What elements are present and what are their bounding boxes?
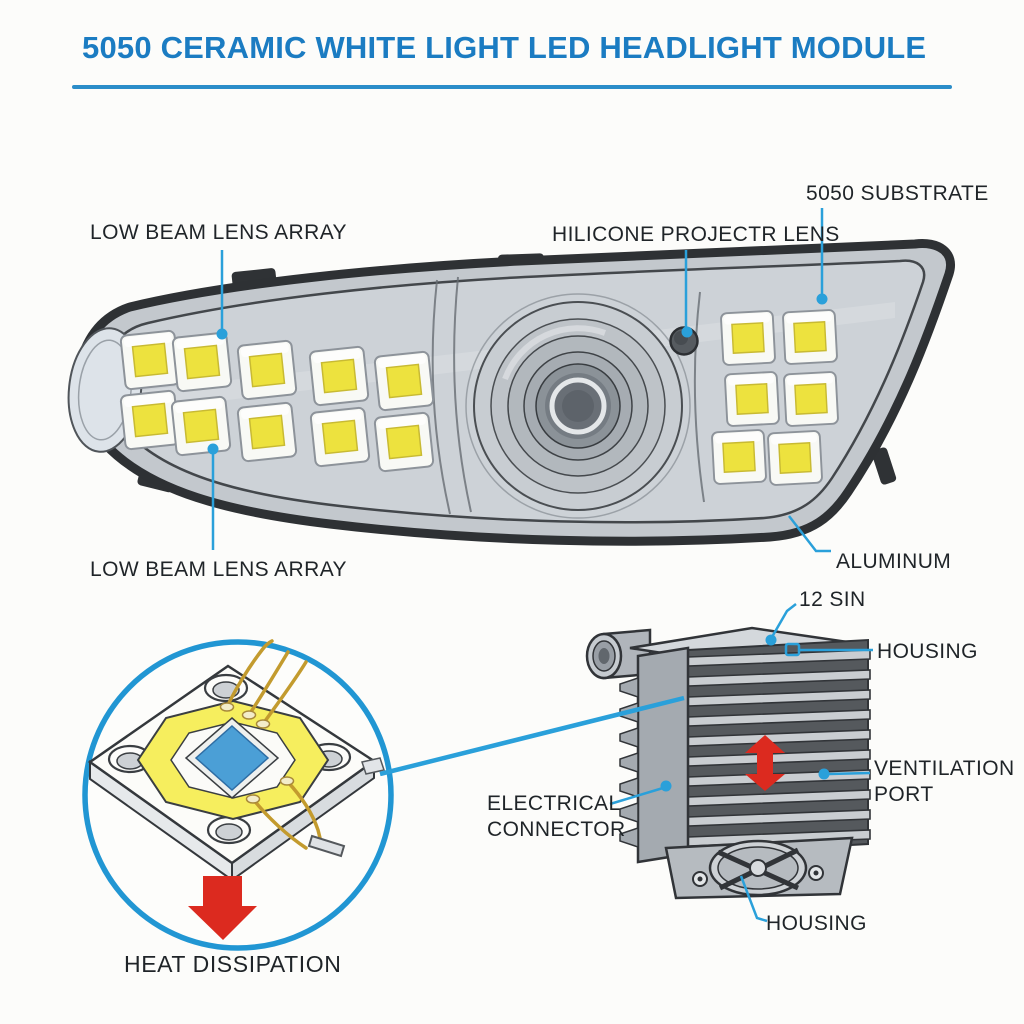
led-module (781, 308, 839, 366)
led-module (309, 406, 371, 468)
leader-dots (207, 293, 830, 792)
heat-dissipation-arrow-icon (188, 876, 257, 940)
label-low-beam-bottom: LOW BEAM LENS ARRAY (90, 558, 347, 581)
bond-pads (219, 702, 295, 804)
housing-marker (784, 642, 801, 657)
side-fin-teeth (619, 676, 639, 849)
led-module (373, 411, 435, 473)
leader-12sin (770, 603, 797, 638)
title-underline (72, 85, 952, 89)
inset-link-tab (361, 757, 385, 775)
led-module (719, 309, 777, 367)
leader-housing-bottom (739, 875, 768, 923)
inset-link-line (379, 695, 685, 777)
leader-lines (207, 208, 873, 923)
label-low-beam-top: LOW BEAM LENS ARRAY (90, 221, 347, 244)
leader-ventilation (828, 771, 871, 776)
headlight-module-illustration (67, 239, 955, 546)
led-module (710, 428, 768, 486)
label-housing-bottom: HOUSING (766, 912, 867, 935)
led-module (119, 389, 181, 451)
leader-electrical (609, 786, 664, 806)
label-housing-top: HOUSING (877, 640, 978, 663)
heatsink-module-illustration (585, 626, 871, 900)
led-chip-inset (82, 639, 394, 951)
led-module (373, 350, 435, 412)
projector-lens (465, 293, 691, 519)
bond-wires (225, 639, 322, 850)
led-die-chip (184, 717, 280, 799)
led-module (236, 339, 298, 401)
led-module (782, 370, 840, 428)
label-heat-dissipation: HEAT DISSIPATION (124, 951, 342, 977)
led-module (723, 370, 781, 428)
led-module (171, 331, 233, 393)
connector-side-panel (636, 646, 690, 864)
label-aluminum: ALUMINUM (836, 550, 952, 573)
page-title: 5050 CERAMIC WHITE LIGHT LED HEADLIGHT M… (82, 30, 927, 65)
lead-pin (307, 834, 346, 858)
led-module (119, 329, 181, 391)
label-12-sin: 12 SIN (799, 588, 866, 611)
led-module (308, 345, 370, 407)
label-ventilation-port: VENTILATION PORT (874, 757, 1015, 807)
airflow-arrow-icon (745, 735, 785, 791)
led-module (766, 429, 824, 487)
label-5050-substrate: 5050 SUBSTRATE (806, 182, 989, 205)
fan-housing (664, 836, 854, 900)
label-projector-lens: HILICONE PROJECTR LENS (552, 223, 840, 246)
label-electrical-connector: ELECTRICAL CONNECTOR (487, 792, 626, 842)
led-module (170, 395, 232, 457)
leader-aluminum (788, 515, 831, 553)
led-module (236, 401, 298, 463)
